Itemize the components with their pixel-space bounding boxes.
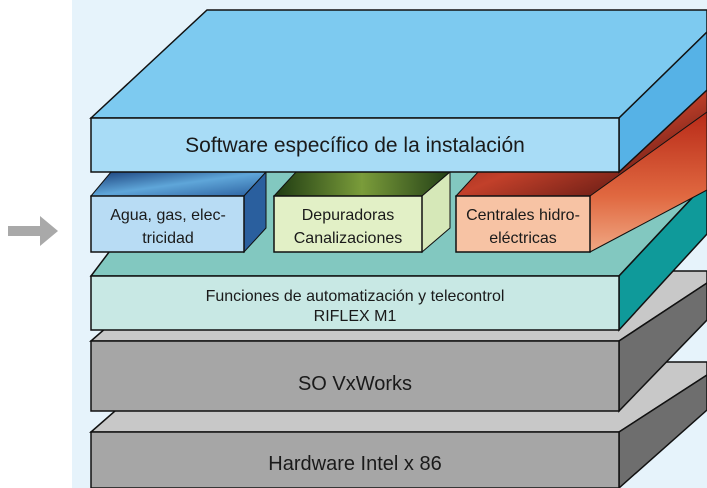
domain-block-agua: Agua, gas, elec- tricidad	[89, 170, 268, 254]
domain-agua-line2: tricidad	[142, 230, 194, 247]
domain-agua-line1: Agua, gas, elec-	[110, 207, 226, 224]
functions-label-line1: Funciones de automatización y telecontro…	[206, 288, 505, 305]
domain-block-depuradoras: Depuradoras Canalizaciones	[272, 170, 452, 254]
functions-label-line2: RIFLEX M1	[314, 308, 397, 325]
software-layer: Software específico de la instalación	[89, 9, 707, 174]
hardware-label: Hardware Intel x 86	[268, 453, 441, 475]
software-label: Software específico de la instalación	[185, 134, 525, 157]
os-label: SO VxWorks	[298, 373, 412, 395]
domain-depuradoras-line2: Canalizaciones	[294, 230, 403, 247]
domain-centrales-line1: Centrales hidro-	[466, 207, 580, 224]
domain-centrales-line2: eléctricas	[489, 230, 557, 247]
arrow-right-icon	[8, 216, 58, 246]
domain-depuradoras-line1: Depuradoras	[302, 207, 395, 224]
